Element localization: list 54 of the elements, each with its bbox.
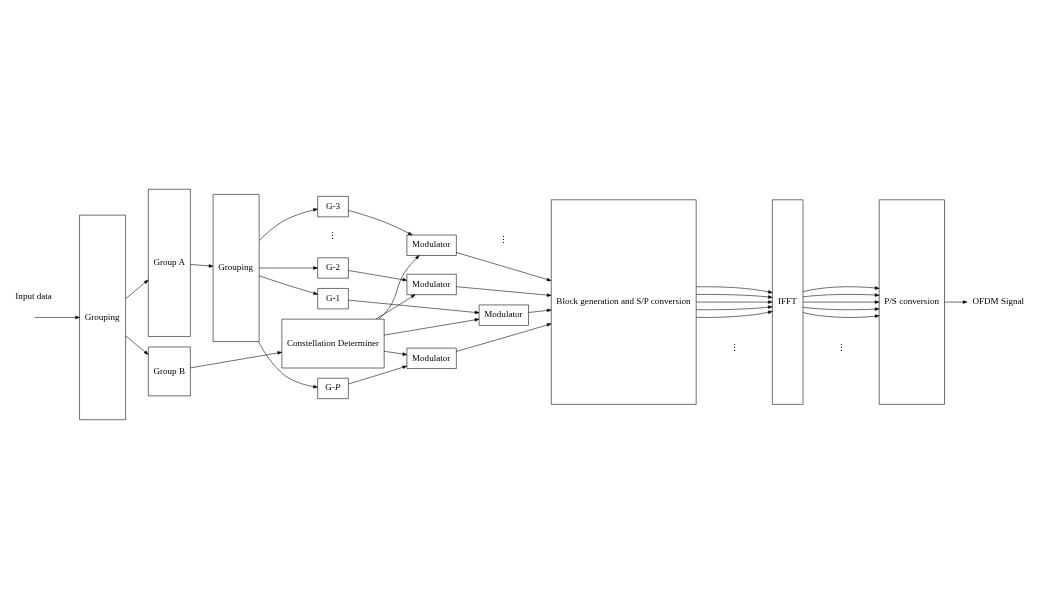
node-box: G-3 [317,195,349,217]
arrow [348,365,408,384]
arrow [34,315,80,319]
node-box: Grouping [79,214,126,420]
arrow [802,285,880,292]
node-text: OFDM Signal [972,295,1025,306]
arrow [258,340,318,388]
arrow [528,308,552,313]
arrow [258,275,318,295]
arrow [348,269,408,281]
arrow [802,311,880,318]
node-box: Grouping [212,193,260,342]
arrow [456,322,552,352]
node-box: G-P [317,377,349,399]
arrow [802,292,880,297]
node-box: G-1 [317,287,349,309]
node-box: Group A [148,188,191,337]
arrow [696,299,773,304]
arrow [125,279,149,299]
arrow [125,335,149,355]
arrow [375,293,416,319]
node-box: IFFT [772,199,804,405]
arrow [802,299,880,304]
arrow [696,305,773,310]
arrow [696,293,773,299]
arrow [696,310,773,318]
arrow [190,350,282,368]
node-box: Modulator [406,273,457,295]
arrow [944,299,968,304]
label: ⋮ [729,342,739,353]
label: ⋮ [499,234,509,245]
node-box: Constellation Determiner [281,318,385,368]
arrow [348,209,413,235]
node-box: Modulator [478,304,529,326]
arrow [383,317,480,335]
arrow [696,285,773,293]
arrow [456,285,552,297]
label: ⋮ [328,230,338,241]
arrow [802,306,880,311]
arrow [258,265,318,270]
node-box: Modulator [406,347,457,369]
arrow [378,254,420,319]
node-box: G-2 [317,256,349,278]
label: ⋮ [836,342,846,353]
node-box: Group B [148,346,191,396]
node-box: Modulator [406,234,457,256]
label: Input data [15,290,52,301]
arrow [190,263,214,268]
arrow [456,251,552,281]
arrow [383,350,408,356]
arrow [348,299,480,314]
node-box: Block generation and S/P conversion [550,199,697,405]
arrow [259,207,318,241]
node-box: P/S conversion [878,199,945,405]
